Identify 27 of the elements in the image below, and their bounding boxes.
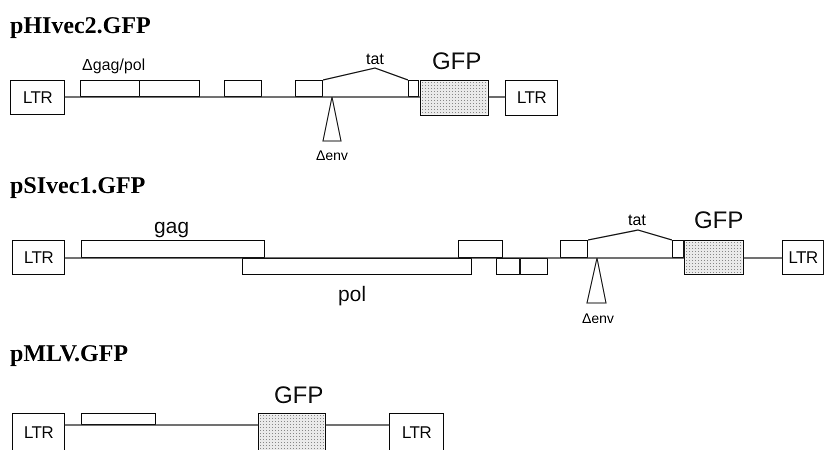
splice-line [588,229,672,241]
backbone-line [744,257,782,259]
splice-line [322,67,408,81]
ltr-box: LTR [782,240,824,275]
gene-label: pol [338,284,366,305]
gene-label: GFP [432,50,482,74]
ltr-box: LTR [12,413,65,450]
ltr-box: LTR [505,80,558,116]
backbone-line [326,424,389,426]
construct-title: pMLV.GFP [10,342,128,366]
gene-label: GFP [694,209,744,233]
edge-label: tat [628,213,646,229]
construct-title: pSIvec1.GFP [10,174,146,198]
gene-label: GFP [274,384,324,408]
gene-label: Δenv [582,311,614,325]
construct-title: pHIvec2.GFP [10,14,151,38]
backbone-line [65,257,684,259]
ltr-box: LTR [10,80,65,115]
backbone-line [65,424,258,426]
backbone-line [489,96,505,98]
gene-label: Δenv [316,148,348,162]
gene-label: Δgag/pol [82,58,146,74]
ltr-box: LTR [12,240,65,275]
gene-label: gag [154,216,190,237]
edge-label: tat [366,52,384,68]
ltr-box: LTR [389,413,444,450]
backbone-line [65,96,420,98]
